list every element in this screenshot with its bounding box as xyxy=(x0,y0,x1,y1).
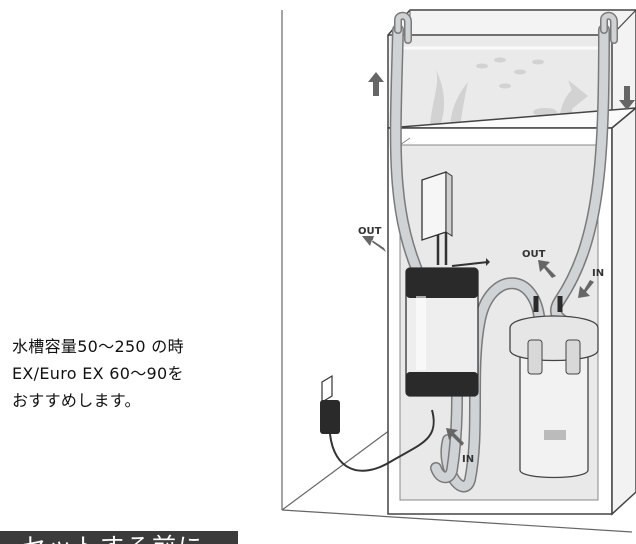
in-right-arrow-icon xyxy=(578,280,594,298)
out-right-arrow-icon xyxy=(538,260,556,278)
in-right-label: IN xyxy=(592,268,604,279)
section-banner: セットする前に xyxy=(0,531,238,544)
recommendation-caption: 水槽容量50～250 の時 EX/Euro EX 60～90を おすすめします。 xyxy=(12,333,272,414)
room-outline xyxy=(281,10,633,533)
flow-arrows xyxy=(362,72,635,446)
in-bottom-label: IN xyxy=(462,454,474,465)
up-arrow-icon xyxy=(368,72,384,96)
in-bottom-arrow-icon xyxy=(446,428,464,446)
caption-line-2: EX/Euro EX 60～90を xyxy=(12,364,184,383)
down-arrow-icon xyxy=(619,86,635,110)
canister-filter xyxy=(509,296,599,479)
out-right-label: OUT xyxy=(522,249,546,260)
out-left-label: OUT xyxy=(358,226,382,237)
section-banner-title: セットする前に xyxy=(22,531,204,544)
caption-line-1: 水槽容量50～250 の時 xyxy=(12,337,184,356)
caption-line-3: おすすめします。 xyxy=(12,391,141,410)
out-left-arrow-icon xyxy=(362,236,386,252)
heater-unit xyxy=(405,171,490,397)
power-adapter xyxy=(320,374,435,472)
